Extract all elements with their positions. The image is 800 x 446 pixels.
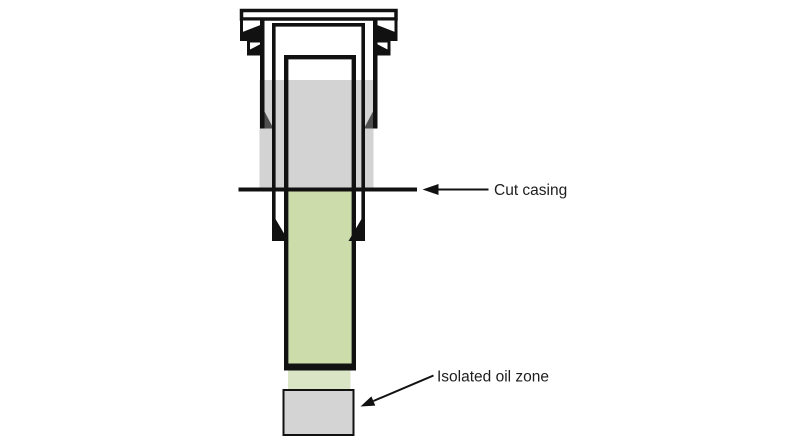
isolated-oil-zone-box [282,389,355,436]
outer-casing-chamfer-left [264,111,274,129]
inner-casing-shoe [284,363,356,371]
wellhead-flange-left [240,17,264,56]
isolated-oil-zone-arrowhead-icon [360,396,376,407]
flange-right-step2-wedge [374,43,391,56]
wellhead-flange-right [374,17,398,56]
wellhead-flange-plate [239,8,398,21]
inner-casing [284,55,356,371]
cut-casing-callout: Cut casing [422,182,567,199]
middle-casing-outline [272,23,365,241]
isolated-oil-zone-callout: Isolated oil zone [360,369,549,407]
outer-casing [260,19,378,129]
cement-annulus-region [259,80,374,188]
outer-casing-right-wall [373,19,378,129]
isolated-oil-zone-arrow-line [373,374,434,402]
oil-column [288,187,352,364]
cut-casing-arrowhead-icon [422,184,439,195]
outer-casing-chamfer-right [364,111,373,129]
oil-plume [288,370,351,391]
flange-left-step2-wedge [247,43,264,56]
flange-right-step1-wedge [374,24,398,41]
inner-casing-outline [284,55,356,370]
cut-casing-label: Cut casing [494,182,567,199]
isolated-oil-zone-label: Isolated oil zone [437,369,549,386]
outer-casing-left-wall [260,19,265,129]
flange-left-step1-wedge [240,24,264,41]
